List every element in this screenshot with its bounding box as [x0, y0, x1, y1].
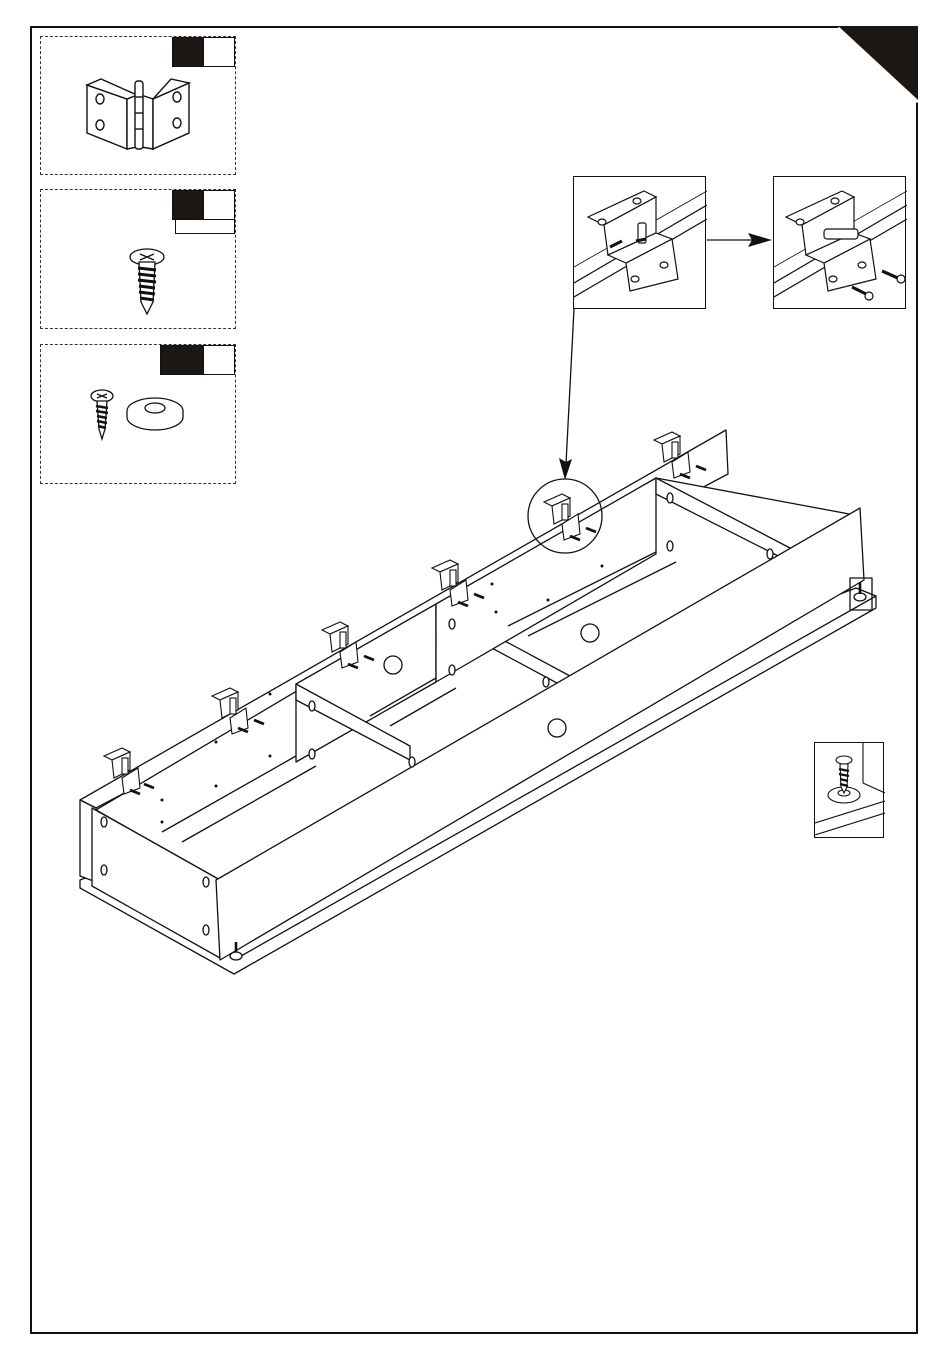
foot-pad-right — [854, 593, 866, 601]
foot-pad-left — [230, 952, 242, 960]
